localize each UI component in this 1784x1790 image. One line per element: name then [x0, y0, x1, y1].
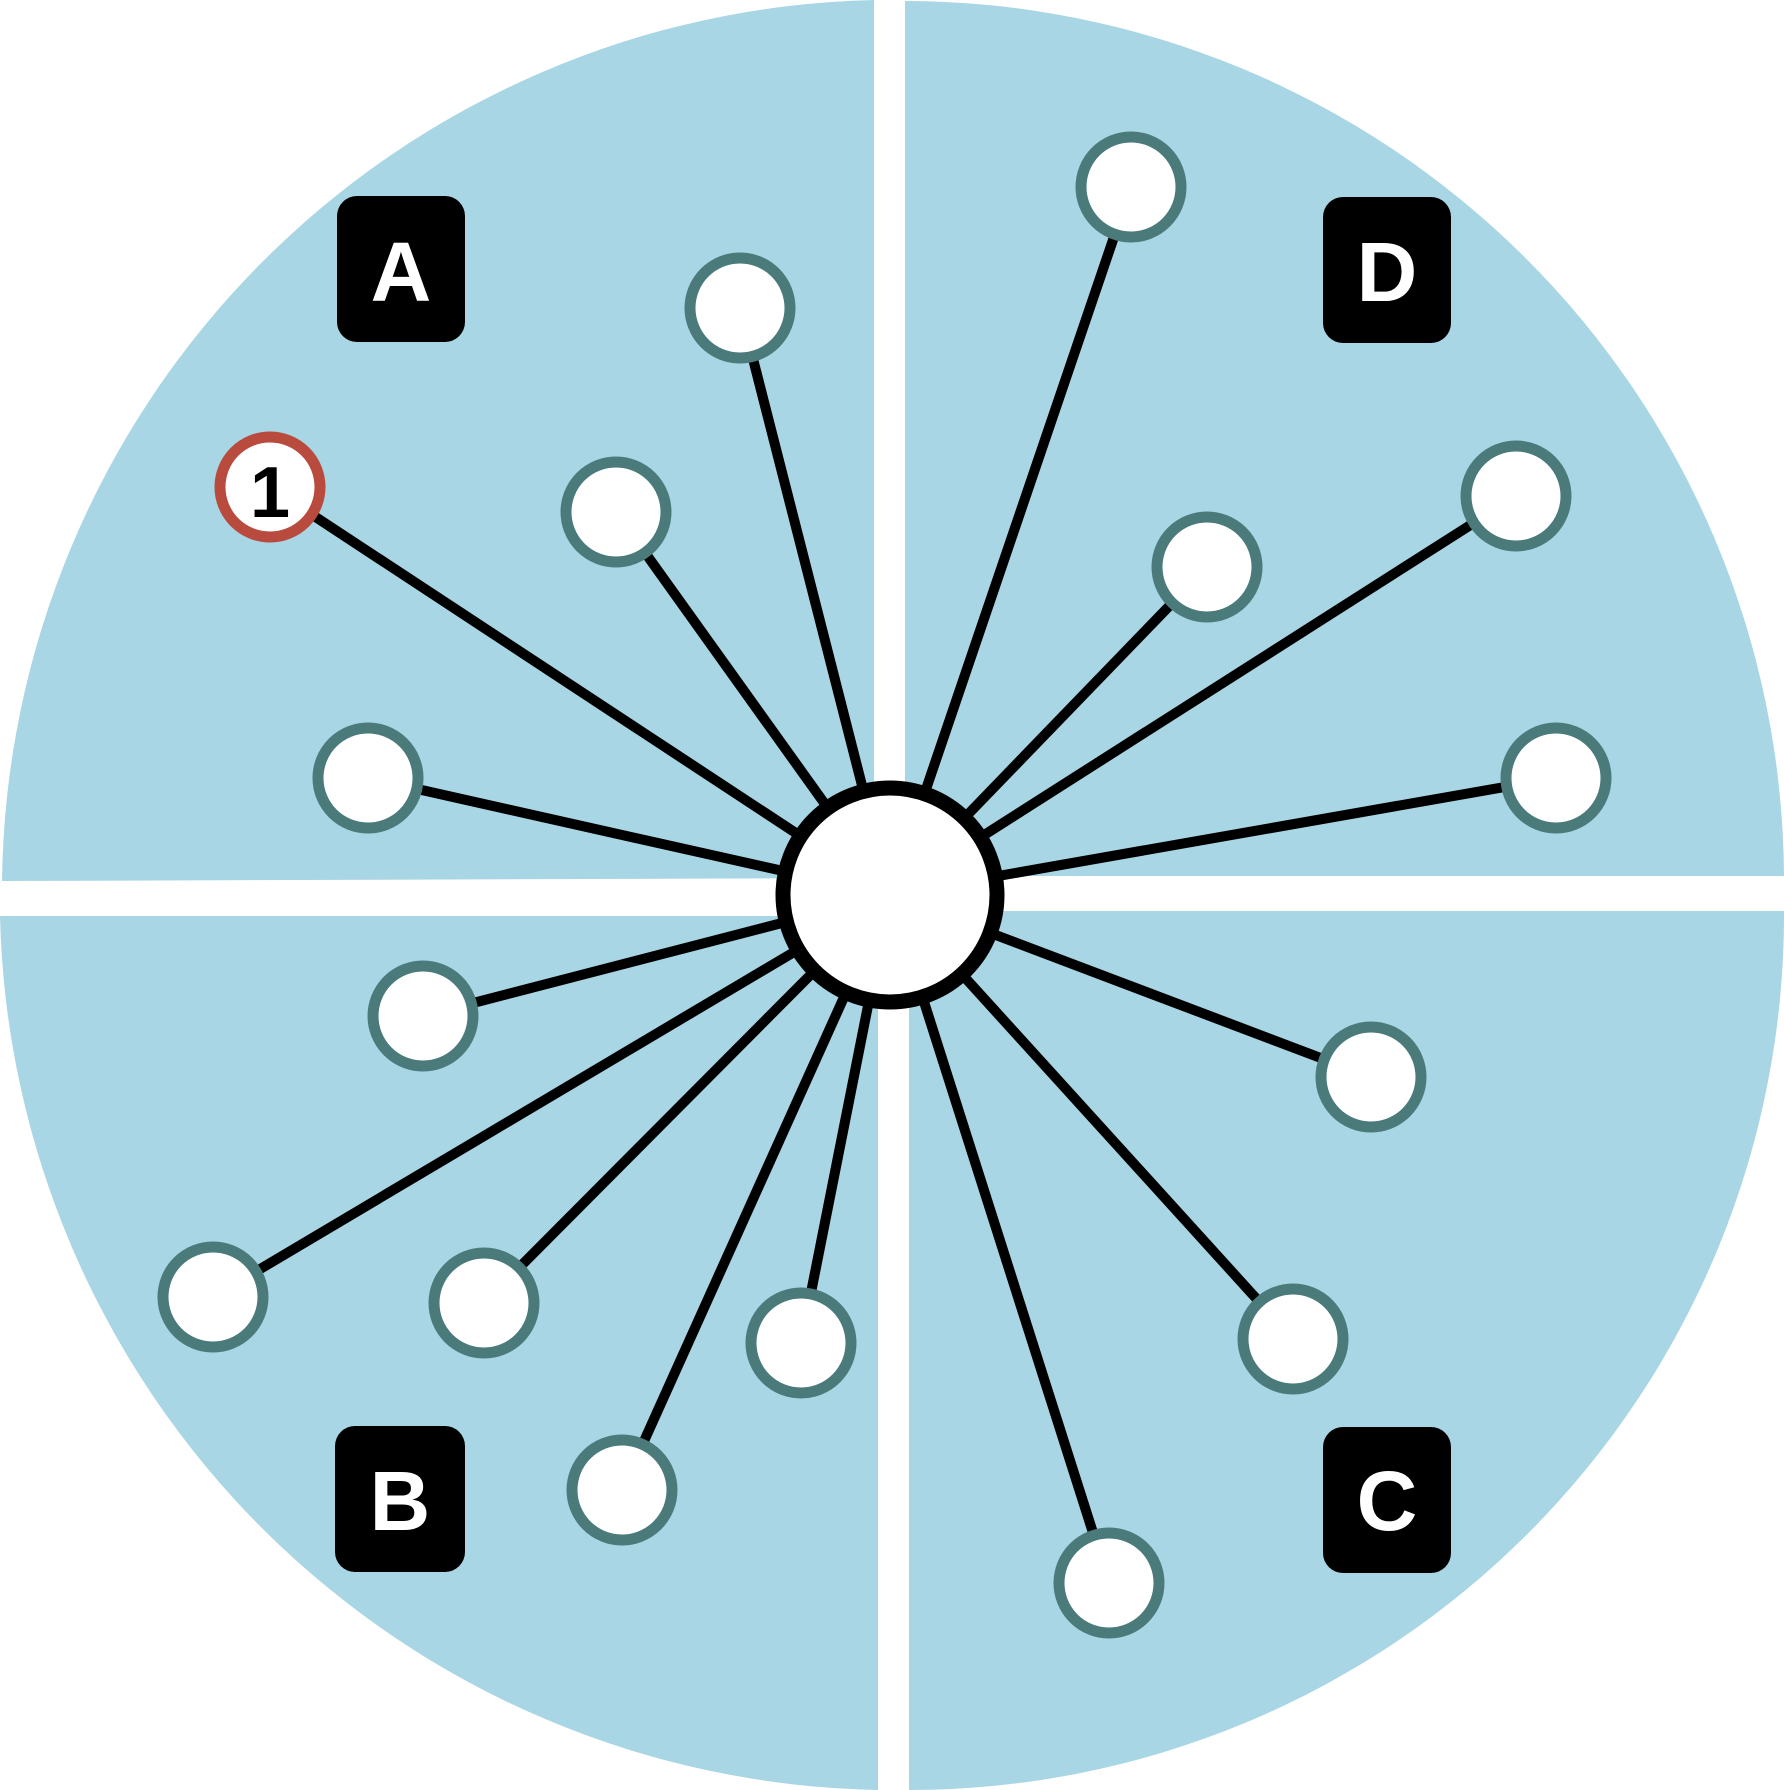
node-number-label: 1: [250, 453, 290, 533]
outer-node-a[interactable]: [684, 252, 796, 364]
quadrant-label-box: [337, 196, 465, 342]
quadrant-label-text: A: [371, 225, 432, 319]
hub-node[interactable]: [775, 780, 1005, 1010]
spoke-line-c: [885, 893, 1114, 1585]
outer-node-b[interactable]: [157, 1241, 269, 1353]
quadrant-label-box: [335, 1426, 465, 1572]
outer-node-d[interactable]: [1075, 131, 1187, 243]
outer-node-d[interactable]: [1460, 440, 1572, 552]
spoke-line-d: [885, 185, 1136, 897]
quadrant-label-text: C: [1357, 1454, 1418, 1548]
outer-node-c[interactable]: [1053, 1527, 1165, 1639]
spoke-line-d: [887, 491, 1519, 900]
outer-node-a[interactable]: [312, 722, 424, 834]
quadrant-c-label: C: [1323, 1427, 1451, 1573]
quadrant-label-box: [1323, 197, 1451, 343]
quadrant-label-box: [1323, 1427, 1451, 1573]
quadrant-a-sector: [2, 0, 874, 881]
outer-node-d[interactable]: [1500, 722, 1612, 834]
outer-node-a[interactable]: [560, 456, 672, 568]
highlighted-node[interactable]: [214, 431, 326, 543]
outer-node-d[interactable]: [1151, 511, 1263, 623]
quadrant-b-label: B: [335, 1426, 465, 1572]
spoke-line-b: [210, 890, 893, 1302]
quadrant-label-text: B: [370, 1454, 431, 1548]
outer-node-c[interactable]: [1237, 1283, 1349, 1395]
outer-node-b[interactable]: [745, 1287, 857, 1399]
outer-node-b[interactable]: [566, 1434, 678, 1546]
outer-node-b[interactable]: [367, 960, 479, 1072]
outer-node-b[interactable]: [428, 1247, 540, 1359]
outer-node-c[interactable]: [1315, 1021, 1427, 1133]
quadrant-label-text: D: [1357, 225, 1418, 319]
outer-nodes: [157, 131, 1612, 1639]
quadrant-a-label: A: [337, 196, 465, 342]
quadrant-d-label: D: [1323, 197, 1451, 343]
spoke-line-a: [267, 482, 893, 900]
